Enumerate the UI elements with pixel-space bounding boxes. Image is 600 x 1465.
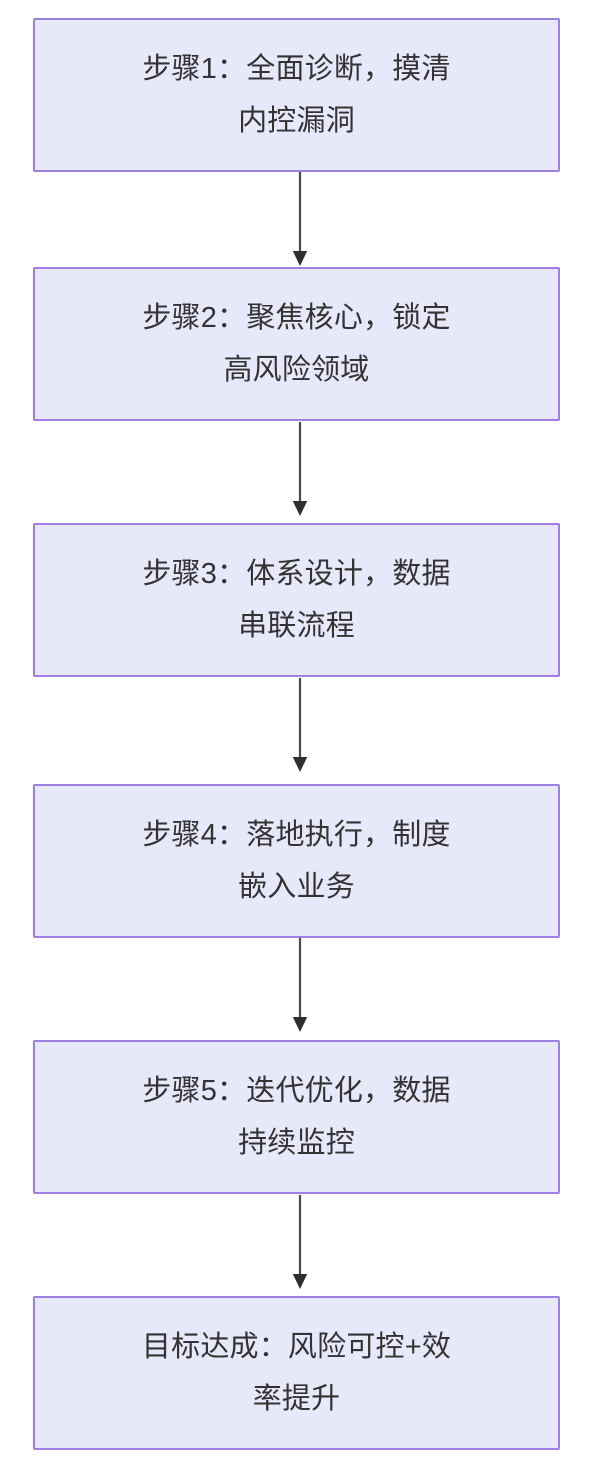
flow-node-label: 步骤5：迭代优化，数据持续监控 — [142, 1075, 451, 1159]
flow-edge-step-1-to-step-2 — [286, 172, 314, 267]
flow-edge-step-3-to-step-4 — [286, 678, 314, 773]
flow-node-label: 步骤4：落地执行，制度嵌入业务 — [142, 819, 451, 903]
flow-node-label: 步骤3：体系设计，数据串联流程 — [142, 558, 451, 642]
flow-edge-step-4-to-step-5 — [286, 938, 314, 1033]
flow-node-step-4[interactable]: 步骤4：落地执行，制度嵌入业务 — [33, 784, 560, 938]
flow-node-label: 步骤2：聚焦核心，锁定高风险领域 — [142, 302, 451, 386]
flow-node-step-1[interactable]: 步骤1：全面诊断，摸清内控漏洞 — [33, 18, 560, 172]
flow-node-label: 目标达成：风险可控+效率提升 — [141, 1331, 452, 1415]
flow-edge-step-5-to-goal — [286, 1195, 314, 1290]
flow-node-step-5[interactable]: 步骤5：迭代优化，数据持续监控 — [33, 1040, 560, 1194]
flow-node-step-3[interactable]: 步骤3：体系设计，数据串联流程 — [33, 523, 560, 677]
flow-node-step-2[interactable]: 步骤2：聚焦核心，锁定高风险领域 — [33, 267, 560, 421]
flow-edge-step-2-to-step-3 — [286, 422, 314, 517]
flow-node-goal[interactable]: 目标达成：风险可控+效率提升 — [33, 1296, 560, 1450]
flow-node-label: 步骤1：全面诊断，摸清内控漏洞 — [142, 53, 451, 137]
